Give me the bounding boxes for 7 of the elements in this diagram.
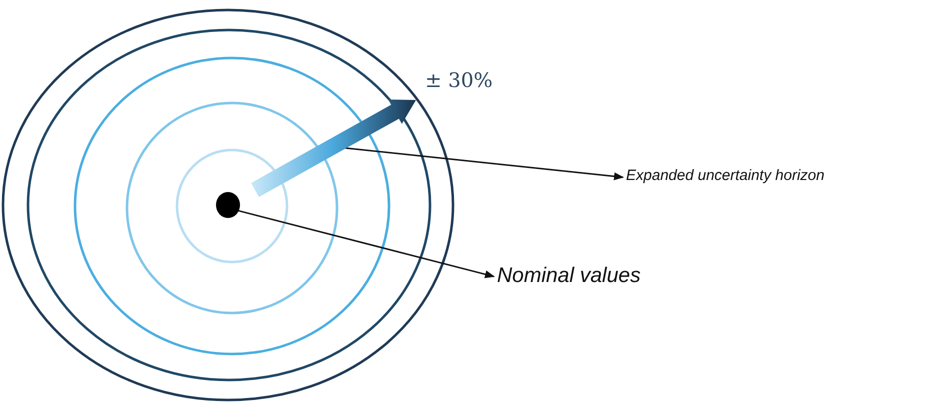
annotation-text: Nominal values <box>497 264 641 288</box>
leader-arrow <box>236 209 495 278</box>
gradient-arrow <box>251 100 416 197</box>
center-dot <box>216 192 240 218</box>
leader-arrow <box>344 147 624 180</box>
annotation-text: Expanded uncertainty horizon <box>626 168 824 184</box>
range-label: ± 30% <box>425 68 493 92</box>
